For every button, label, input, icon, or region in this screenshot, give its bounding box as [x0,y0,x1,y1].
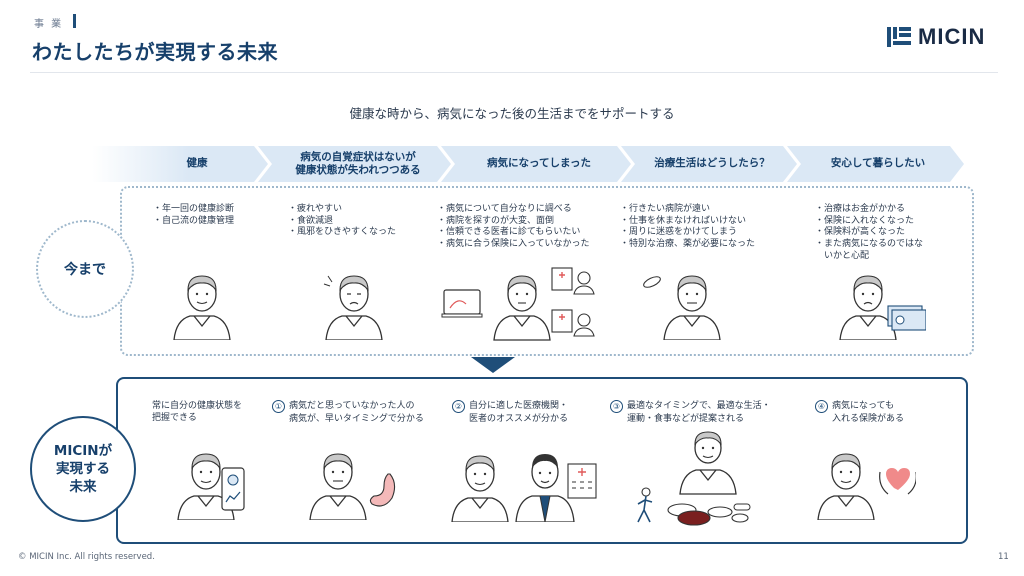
bullet-item: ・疲れやすい [288,204,343,214]
bullet-item: ・病院を探すのが大変、面倒 [437,215,555,226]
stage-chevron-3 [441,146,631,182]
current-column-4: ・行きたい病院が遠い ・仕事を休まなければいけない ・周りに迷惑をかけてしまう … [620,204,755,251]
stage-label-relief: 安心して暮らしたい [830,157,926,170]
micin-text-line1: 自分に適した医療機関・ [469,401,569,411]
number-badge: ① [272,400,285,413]
person-tired-icon [323,275,383,340]
bullet-item: ・また病気になるのではな [815,239,924,250]
bullet-item: ・保険に入れなくなった [815,215,915,226]
person-smartphone-icon [177,453,245,520]
section-divider-bar [73,14,76,28]
micin-column-5: ④ 病気になっても 入れる保険がある [815,400,904,425]
micin-badge-line2: 実現する [56,460,110,477]
section-label: 事 業 [34,19,64,30]
bullet-item: ・信頼できる医者に診てもらいたい [437,227,581,238]
stage-chevron-2 [258,146,451,182]
person-healthy-icon [173,275,231,340]
stage-label-health: 健康 [186,157,208,170]
arrow-down-icon [471,357,515,373]
bullet-item: ・年一回の健康診断 [153,204,235,214]
current-column-3: ・病気について自分なりに調べる ・病院を探すのが大変、面倒 ・信頼できる医者に診… [437,204,590,251]
number-badge: ④ [815,400,828,413]
bullet-item: ・治療はお金がかかる [815,204,906,214]
micin-text-line2: 医者のオススメが分かる [469,414,569,424]
bullet-item: ・自己流の健康管理 [153,215,235,226]
micin-future-badge: MICINが 実現する 未来 [30,416,136,522]
stage-label-treatment: 治療生活はどうしたら？ [654,157,770,170]
number-badge: ② [452,400,465,413]
bullet-item: ・特別な治療、薬が必要になった [620,239,756,250]
stage-chevron-4 [621,146,797,182]
micin-badge-line1: MICINが [53,442,113,459]
micin-text-line1: 病気だと思っていなかった人の [289,401,415,411]
micin-column-1: 常に自分の健康状態を 把握できる [152,400,242,424]
current-column-5: ・治療はお金がかかる ・保険に入れなくなった ・保険料が高くなった ・また病気に… [815,204,923,262]
current-column-2: ・疲れやすい ・食欲減退 ・風邪をひきやすくなった [288,204,396,239]
bullet-item: ・保険料が高くなった [815,227,906,238]
person-researching-icon [441,267,595,341]
page-number: 11 [998,552,1009,562]
bullet-item: ・食欲減退 [288,215,334,226]
person-medicine-icon [643,275,721,340]
micin-text-line2: 入れる保険がある [832,414,905,424]
stage-chevron-1 [92,146,268,182]
page-title: わたしたちが実現する未来 [32,40,278,64]
bullet-item: いかと心配 [815,250,870,261]
stage-labels: 健康 病気の自覚症状はないが 健康状態が失われつつある 病気になってしまった 治… [92,146,964,182]
person-stomach-icon [309,453,396,520]
number-badge: ③ [610,400,623,413]
micin-text-line2: 病気が、早いタイミングで分かる [289,414,424,424]
person-worried-money-icon [839,275,926,340]
stage-chevron-5 [787,146,964,182]
bullet-item: ・周りに迷惑をかけてしまう [620,227,738,238]
person-insurance-heart-icon [817,453,916,520]
stage-label-presymptom: 病気の自覚症状はないが 健康状態が失われつつある [295,150,421,176]
micin-text-line1: 常に自分の健康状態を [152,401,243,411]
micin-column-3: ② 自分に適した医療機関・ 医者のオススメが分かる [452,400,568,425]
bullet-item: ・病気に合う保険に入っていなかった [437,239,590,250]
micin-text-line2: 把握できる [152,413,197,424]
stage-label-sick: 病気になってしまった [486,157,592,170]
stage-chevron-row [92,146,964,182]
micin-logo-mark-icon [887,27,911,47]
micin-column-4: ③ 最適なタイミングで、最適な生活・ 運動・食事などが提案される [610,400,771,425]
header-divider [30,72,998,73]
person-lifestyle-icon [637,431,751,526]
bullet-item: ・仕事を休まなければいけない [620,215,747,226]
micin-text-line1: 病気になっても [832,401,895,411]
micin-badge-line3: 未来 [69,479,97,496]
copyright-footer: © MICIN Inc. All rights reserved. [18,552,155,562]
current-state-badge: 今まで [36,220,134,318]
person-doctor-icon [451,454,597,522]
micin-text-line1: 最適なタイミングで、最適な生活・ [627,401,771,411]
logo-text: MICIN [918,24,986,49]
current-column-1: ・年一回の健康診断 ・自己流の健康管理 [153,204,234,227]
bullet-item: ・病気について自分なりに調べる [437,204,572,214]
bullet-item: ・行きたい病院が遠い [620,204,711,214]
micin-logo: MICIN [886,24,985,50]
micin-column-2: ① 病気だと思っていなかった人の 病気が、早いタイミングで分かる [272,400,424,425]
bullet-item: ・風邪をひきやすくなった [288,227,397,238]
micin-text-line2: 運動・食事などが提案される [627,414,745,424]
slide-subtitle: 健康な時から、病気になった後の生活までをサポートする [349,106,675,121]
